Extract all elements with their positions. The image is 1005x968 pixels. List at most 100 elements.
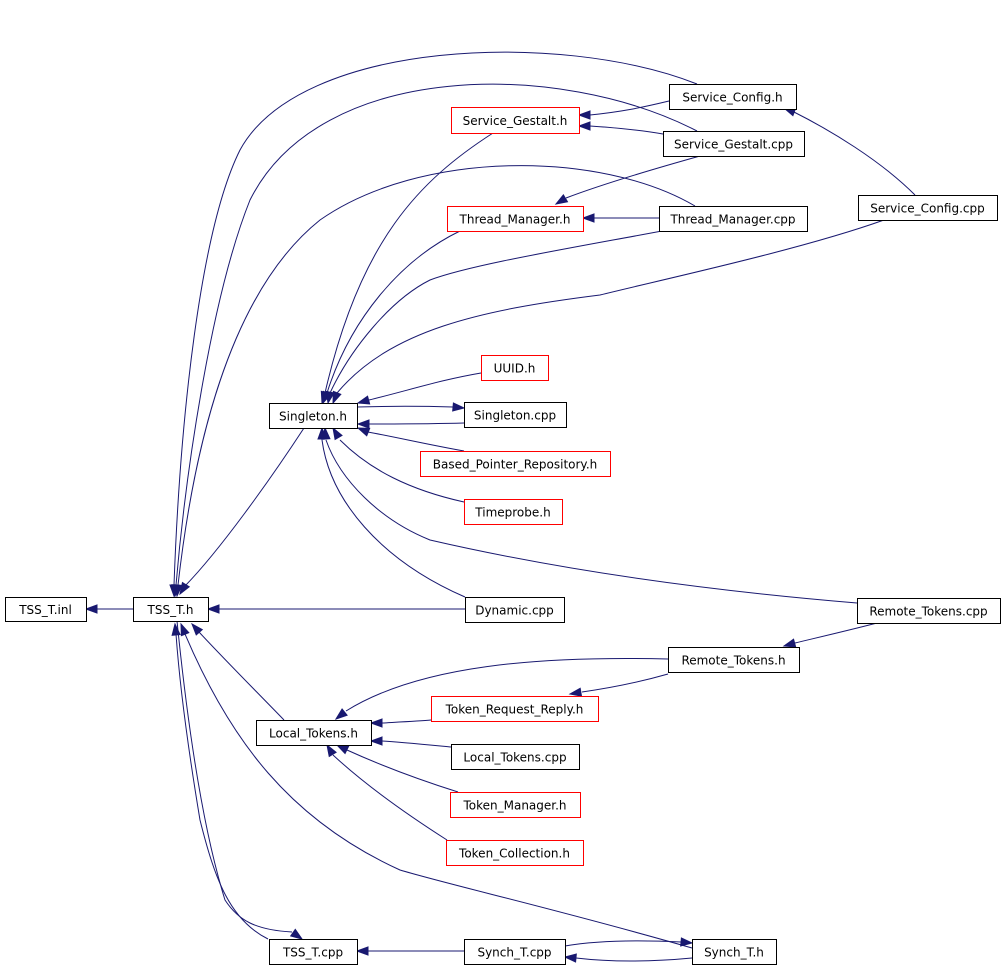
arrowhead-timeprobe_h-to-singleton_h <box>332 426 343 441</box>
node-box[interactable] <box>256 720 372 746</box>
node-token-request-reply-h[interactable]: Token_Request_Reply.h <box>431 696 599 722</box>
node-box[interactable] <box>464 402 567 428</box>
node-token-collection-h[interactable]: Token_Collection.h <box>446 840 584 866</box>
node-box[interactable] <box>692 939 777 965</box>
node-box[interactable] <box>451 107 580 134</box>
node-box[interactable] <box>420 451 611 477</box>
node-uuid-h[interactable]: UUID.h <box>481 355 549 381</box>
arrowhead-synch_t_cpp-to-tss_t_cpp <box>355 946 369 956</box>
node-label: Singleton.h <box>279 410 347 424</box>
edge-synch_t_h-to-tss_t_h <box>184 633 693 949</box>
node-label: Token_Request_Reply.h <box>445 703 584 717</box>
edge-tss_t_cpp-to-tss_t_h <box>175 633 269 940</box>
arrowhead-tss_t_cpp-to-tss_t_h <box>171 622 181 636</box>
node-box[interactable] <box>669 84 797 110</box>
arrowhead-token_collection_h-to-local_tokens_h <box>326 743 337 758</box>
node-label: Based_Pointer_Repository.h <box>433 458 597 472</box>
node-label: UUID.h <box>494 362 536 376</box>
node-thread-manager-h[interactable]: Thread_Manager.h <box>447 206 584 232</box>
node-label: Service_Config.h <box>682 91 782 105</box>
node-label: Synch_T.h <box>704 946 764 960</box>
arrowhead-service_gestalt_cpp-to-thread_manager_h <box>554 194 569 205</box>
node-box[interactable] <box>446 840 584 866</box>
node-tss-t-cpp[interactable]: TSS_T.cpp <box>269 939 358 965</box>
node-box[interactable] <box>133 597 209 622</box>
node-box[interactable] <box>5 597 87 622</box>
node-box[interactable] <box>269 939 358 965</box>
node-service-config-cpp[interactable]: Service_Config.cpp <box>858 195 998 221</box>
node-tss-t-inl[interactable]: TSS_T.inl <box>5 597 87 622</box>
edge-remote_tokens_cpp-to-remote_tokens_h <box>794 622 878 644</box>
node-label: Thread_Manager.cpp <box>669 213 795 227</box>
node-local-tokens-cpp[interactable]: Local_Tokens.cpp <box>451 744 580 770</box>
edge-service_gestalt_cpp-to-tss_t_h <box>175 83 698 586</box>
edge-thread_manager_h-to-singleton_h <box>326 230 461 394</box>
node-box[interactable] <box>451 744 580 770</box>
node-label: TSS_T.h <box>147 603 194 617</box>
arrowhead-service_config_h-to-service_gestalt_h <box>577 110 591 120</box>
node-box[interactable] <box>481 355 549 381</box>
node-label: TSS_T.cpp <box>282 946 343 960</box>
edge-synch_t_h-to-synch_t_cpp <box>575 957 693 962</box>
arrowhead-dynamic_cpp-to-tss_t_h <box>206 604 220 614</box>
arrowhead-based_pointer_repository_h-to-singleton_h <box>356 427 371 437</box>
node-singleton-cpp[interactable]: Singleton.cpp <box>464 402 567 428</box>
node-box[interactable] <box>431 696 599 722</box>
arrowhead-remote_tokens_cpp-to-singleton_h <box>321 426 331 440</box>
edge-thread_manager_cpp-to-singleton_h <box>329 230 663 394</box>
node-remote-tokens-h[interactable]: Remote_Tokens.h <box>668 647 800 673</box>
edge-local_tokens_h-to-tss_t_h <box>198 631 285 721</box>
arrowhead-tss_t_h-to-tss_t_cpp <box>289 928 304 940</box>
node-service-config-h[interactable]: Service_Config.h <box>669 84 797 110</box>
edge-remote_tokens_h-to-token_request_reply_h <box>581 673 669 693</box>
node-label: Local_Tokens.cpp <box>463 751 566 765</box>
node-label: Token_Collection.h <box>458 847 570 861</box>
arrowhead-thread_manager_cpp-to-thread_manager_h <box>581 213 595 223</box>
node-box[interactable] <box>668 647 800 673</box>
node-box[interactable] <box>858 195 998 221</box>
edge-token_collection_h-to-local_tokens_h <box>332 754 448 841</box>
node-synch-t-cpp[interactable]: Synch_T.cpp <box>464 939 566 965</box>
node-box[interactable] <box>450 792 581 818</box>
node-label: Singleton.cpp <box>474 409 556 423</box>
edge-service_gestalt_cpp-to-service_gestalt_h <box>589 125 664 135</box>
edge-local_tokens_cpp-to-local_tokens_h <box>381 740 452 748</box>
node-box[interactable] <box>659 206 808 232</box>
node-box[interactable] <box>447 206 584 232</box>
node-box[interactable] <box>269 403 358 429</box>
node-label: Dynamic.cpp <box>475 604 554 618</box>
node-remote-tokens-cpp[interactable]: Remote_Tokens.cpp <box>857 598 1001 624</box>
node-synch-t-h[interactable]: Synch_T.h <box>692 939 777 965</box>
node-box[interactable] <box>465 597 565 623</box>
node-token-manager-h[interactable]: Token_Manager.h <box>450 792 581 818</box>
node-singleton-h[interactable]: Singleton.h <box>269 403 358 429</box>
node-tss-t-h[interactable]: TSS_T.h <box>133 597 209 622</box>
node-thread-manager-cpp[interactable]: Thread_Manager.cpp <box>659 206 808 232</box>
node-service-gestalt-h[interactable]: Service_Gestalt.h <box>451 107 580 134</box>
node-label: Service_Gestalt.h <box>463 114 568 128</box>
node-label: Timeprobe.h <box>474 506 550 520</box>
edge-dynamic_cpp-to-singleton_h <box>321 439 466 598</box>
node-local-tokens-h[interactable]: Local_Tokens.h <box>256 720 372 746</box>
edge-service_gestalt_h-to-singleton_h <box>324 132 494 394</box>
node-dynamic-cpp[interactable]: Dynamic.cpp <box>465 597 565 623</box>
edge-token_manager_h-to-local_tokens_h <box>346 749 459 793</box>
arrowhead-synch_t_h-to-synch_t_cpp <box>563 953 577 963</box>
node-timeprobe-h[interactable]: Timeprobe.h <box>464 499 563 525</box>
node-service-gestalt-cpp[interactable]: Service_Gestalt.cpp <box>663 131 805 157</box>
node-label: Local_Tokens.h <box>269 727 358 741</box>
edge-based_pointer_repository_h-to-singleton_h <box>367 431 465 452</box>
edge-thread_manager_cpp-to-tss_t_h <box>177 165 696 586</box>
node-label: Thread_Manager.h <box>459 213 571 227</box>
node-box[interactable] <box>857 598 1001 624</box>
node-based-pointer-repository-h[interactable]: Based_Pointer_Repository.h <box>420 451 611 477</box>
edge-token_request_reply_h-to-local_tokens_h <box>381 719 432 724</box>
arrowhead-remote_tokens_h-to-local_tokens_h <box>334 708 348 720</box>
node-box[interactable] <box>464 939 566 965</box>
arrowhead-token_request_reply_h-to-local_tokens_h <box>369 718 383 728</box>
arrowhead-singleton_h-to-tss_t_h <box>179 581 191 596</box>
arrowhead-service_config_cpp-to-singleton_h <box>332 390 342 405</box>
node-box[interactable] <box>663 131 805 157</box>
node-box[interactable] <box>464 499 563 525</box>
